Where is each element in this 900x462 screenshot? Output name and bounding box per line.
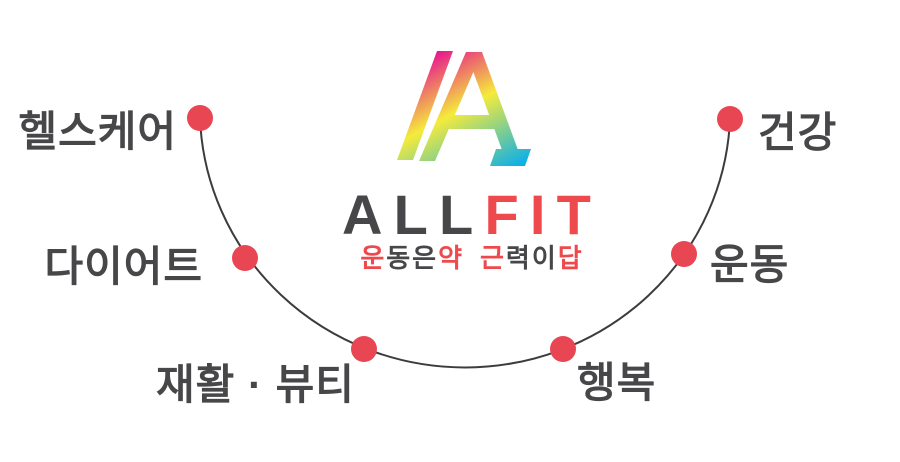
dot-exercise [671, 241, 697, 267]
dot-health [717, 106, 743, 132]
node-label-health: 건강 [758, 109, 838, 156]
logo-a-foot [490, 149, 531, 166]
tagline-char: 운 [360, 243, 387, 273]
dot-happiness [550, 336, 576, 362]
logo-a-left-leg [419, 52, 482, 161]
tagline-char: 력 [505, 243, 532, 273]
node-label-diet: 다이어트 [44, 243, 203, 290]
node-label-happiness: 행복 [577, 359, 657, 406]
tagline-char: 근 [480, 243, 506, 273]
allfit-logo-icon [397, 51, 531, 166]
connection-arc [199, 117, 731, 369]
dot-rehab-beauty [351, 336, 377, 362]
logo-slash-stroke [397, 51, 453, 160]
tagline-char: 답 [557, 243, 584, 273]
tagline-char: 약 [438, 243, 464, 273]
node-label-rehab-beauty: 재활 · 뷰티 [156, 361, 355, 408]
allfit-wordmark: ALLFIT [292, 187, 652, 243]
wordmark-all: ALL [341, 183, 485, 246]
logo-a-crossbar [442, 115, 500, 129]
tagline-char: 은 [412, 243, 439, 273]
dot-healthcare [187, 105, 213, 131]
tagline-char: 이 [531, 243, 558, 273]
dot-diet [232, 245, 258, 271]
logo-a-right-leg [466, 52, 518, 150]
node-label-healthcare: 헬스케어 [18, 108, 177, 155]
tagline-char: 동 [386, 243, 413, 273]
node-label-exercise: 운동 [710, 241, 790, 288]
wordmark-fit: FIT [484, 183, 603, 246]
